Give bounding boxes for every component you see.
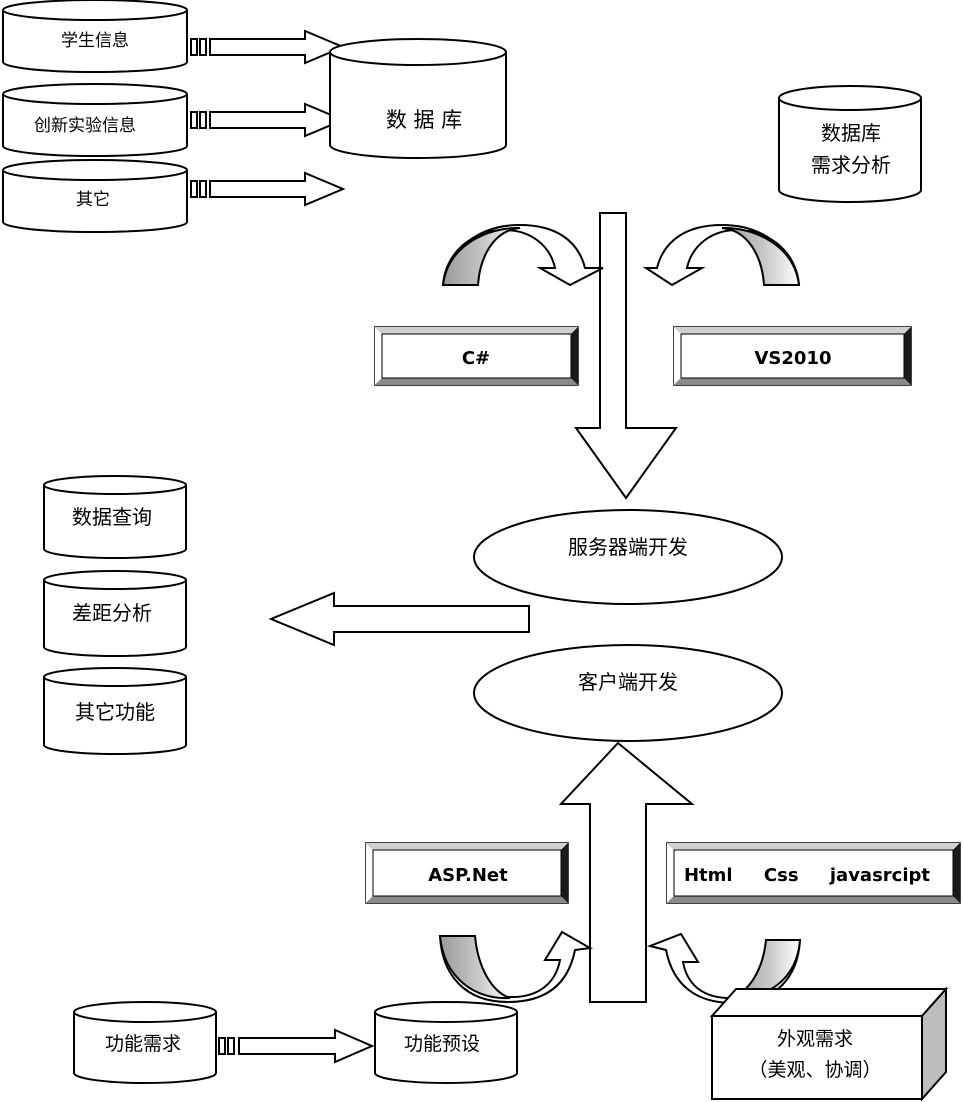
gap-analysis-label: 差距分析 xyxy=(72,601,152,625)
function-requirement-label: 功能需求 xyxy=(105,1033,181,1055)
arrow-student-to-db xyxy=(190,29,346,65)
other-functions-label: 其它功能 xyxy=(75,700,155,724)
other-source-label: 其它 xyxy=(76,190,110,210)
curved-arrow-lower-left xyxy=(438,930,594,1004)
tool-web-label: Html Css javasrcipt xyxy=(684,865,930,886)
cylinder-gap-analysis: 差距分析 xyxy=(43,570,187,657)
cylinder-student-info: 学生信息 xyxy=(1,0,188,73)
server-dev-node: 服务器端开发 xyxy=(473,509,783,605)
tool-csharp-label: C# xyxy=(462,348,490,369)
cylinder-function-requirement: 功能需求 xyxy=(73,1001,217,1084)
function-preset-label: 功能预设 xyxy=(404,1033,480,1055)
curved-arrow-upper-right xyxy=(642,223,801,287)
student-info-label: 学生信息 xyxy=(61,31,129,51)
tool-box-aspnet: ASP.Net xyxy=(365,842,569,904)
database-cylinder: 数 据 库 xyxy=(329,38,507,159)
cylinder-other-functions: 其它功能 xyxy=(43,667,187,755)
arrow-other-to-db xyxy=(190,171,346,207)
client-dev-node: 客户端开发 xyxy=(473,644,783,742)
appearance-requirement-box: 外观需求 （美观、协调） xyxy=(709,986,949,1102)
tool-box-csharp: C# xyxy=(374,326,579,386)
tool-aspnet-label: ASP.Net xyxy=(428,865,508,886)
tool-box-web-frontend: Html Css javasrcipt xyxy=(666,842,961,904)
left-arrow-functions xyxy=(268,591,530,647)
tool-vs2010-label: VS2010 xyxy=(755,348,832,369)
server-dev-label: 服务器端开发 xyxy=(568,535,688,559)
down-arrow-server xyxy=(574,212,678,500)
innovation-info-label: 创新实验信息 xyxy=(34,116,136,136)
cylinder-data-query: 数据查询 xyxy=(43,475,187,559)
client-dev-label: 客户端开发 xyxy=(578,670,678,694)
cylinder-innovation-info: 创新实验信息 xyxy=(1,83,188,157)
db-requirement-line2: 需求分析 xyxy=(811,153,891,177)
cylinder-function-preset: 功能预设 xyxy=(374,1001,518,1084)
curved-arrow-upper-left xyxy=(441,223,604,287)
cylinder-other-source: 其它 xyxy=(1,159,188,233)
up-arrow-client xyxy=(558,741,695,1003)
appearance-line2: （美观、协调） xyxy=(748,1059,881,1081)
db-requirement-cylinder: 数据库 需求分析 xyxy=(778,85,922,203)
database-label: 数 据 库 xyxy=(386,108,462,132)
data-query-label: 数据查询 xyxy=(72,505,152,529)
arrow-requirement-to-preset xyxy=(218,1028,375,1064)
appearance-line1: 外观需求 xyxy=(777,1028,853,1050)
db-requirement-line1: 数据库 xyxy=(821,121,881,145)
tool-box-vs2010: VS2010 xyxy=(673,326,912,386)
arrow-innovation-to-db xyxy=(190,102,346,138)
